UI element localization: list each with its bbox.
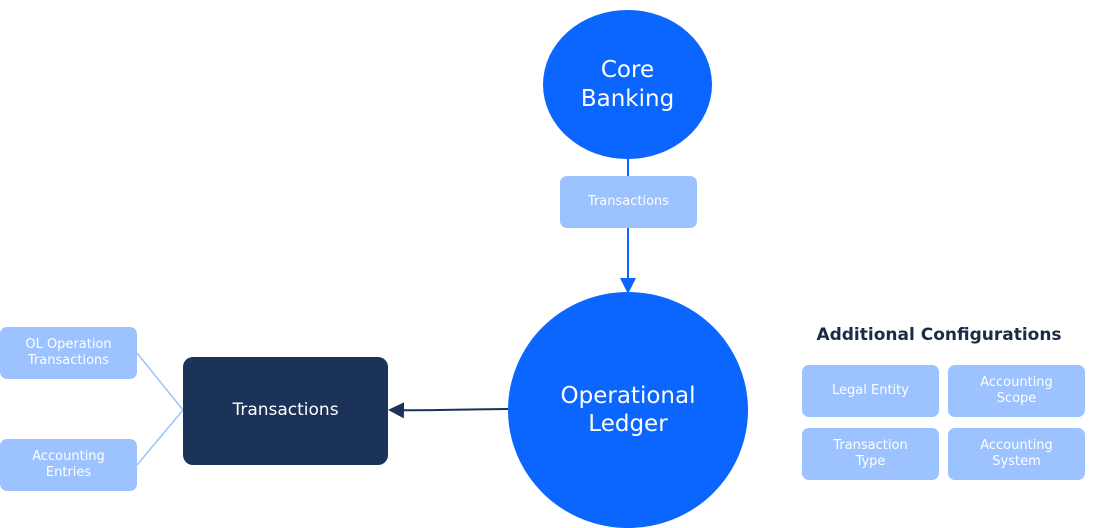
connector-transactions-to-ol-op	[136, 352, 184, 411]
ol-operation-transactions-line2: Transactions	[27, 353, 110, 368]
transactions-label: Transactions	[232, 400, 339, 421]
transactions-node: Transactions	[183, 357, 388, 465]
operational-ledger-label-line2: Ledger	[588, 411, 668, 437]
config-legal-entity-line1: Legal Entity	[832, 382, 909, 398]
config-accounting-scope: Accounting Scope	[948, 365, 1085, 417]
connector-transactions-to-acc-entries	[136, 409, 184, 466]
config-legal-entity: Legal Entity	[802, 365, 939, 417]
accounting-entries-pill: Accounting Entries	[0, 439, 137, 491]
operational-ledger-node: Operational Ledger	[508, 292, 748, 528]
config-accounting-scope-line1: Accounting	[980, 374, 1053, 390]
config-accounting-scope-line2: Scope	[996, 391, 1037, 406]
operational-ledger-label-line1: Operational	[560, 382, 696, 409]
config-accounting-system: Accounting System	[948, 428, 1085, 480]
config-accounting-system-line2: System	[992, 454, 1041, 469]
accounting-entries-line2: Entries	[45, 465, 92, 480]
connector-opledger-to-transactions-arrow	[388, 402, 509, 419]
config-accounting-system-line1: Accounting	[980, 437, 1053, 453]
config-transaction-type-line1: Transaction	[833, 437, 908, 453]
ol-operation-transactions-line1: OL Operation	[25, 336, 112, 352]
accounting-entries-line1: Accounting	[32, 448, 105, 464]
core-banking-label-line1: Core	[600, 57, 655, 84]
config-transaction-type: Transaction Type	[802, 428, 939, 480]
additional-configurations-title: Additional Configurations	[816, 325, 1062, 345]
core-transactions-label: Transactions	[587, 193, 670, 209]
core-banking-label-line2: Banking	[580, 85, 675, 112]
core-banking-node: Core Banking	[543, 10, 712, 159]
ol-operation-transactions-pill: OL Operation Transactions	[0, 327, 137, 379]
core-transactions-pill: Transactions	[560, 176, 697, 228]
config-transaction-type-line2: Type	[855, 454, 886, 469]
